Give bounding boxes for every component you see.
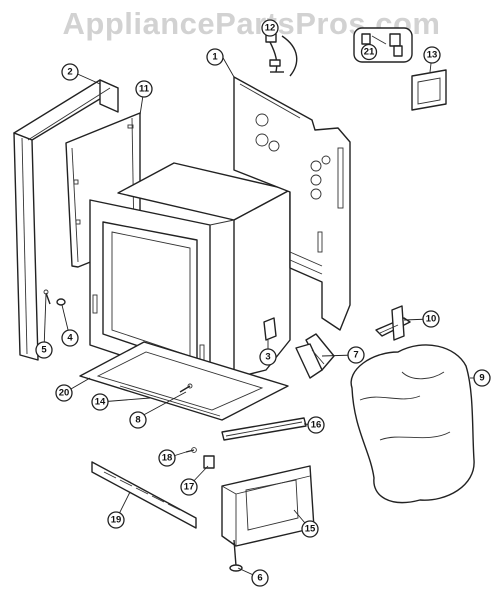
part-door-trim bbox=[13, 79, 119, 361]
callout-11: 11 bbox=[135, 80, 153, 98]
callout-20: 20 bbox=[55, 384, 73, 402]
callout-14: 14 bbox=[91, 393, 109, 411]
part-oven-liner bbox=[89, 162, 291, 386]
callout-3: 3 bbox=[259, 348, 277, 366]
callout-7: 7 bbox=[347, 346, 365, 364]
part-insulation bbox=[350, 344, 475, 504]
part-square-frame bbox=[411, 69, 447, 111]
svg-text:4: 4 bbox=[67, 333, 73, 344]
part-chassis-panel bbox=[233, 76, 351, 331]
part-kick-plate bbox=[91, 461, 197, 529]
callout-6: 6 bbox=[251, 569, 269, 587]
callout-21: 21 bbox=[360, 43, 378, 61]
callout-5: 5 bbox=[35, 341, 53, 359]
svg-text:3: 3 bbox=[265, 352, 270, 363]
callout-16: 16 bbox=[307, 416, 325, 434]
svg-text:14: 14 bbox=[95, 397, 106, 408]
svg-text:8: 8 bbox=[135, 415, 140, 426]
part-leveling-leg bbox=[229, 539, 243, 572]
svg-text:16: 16 bbox=[311, 420, 322, 431]
svg-text:17: 17 bbox=[184, 482, 195, 493]
svg-text:18: 18 bbox=[162, 453, 173, 464]
svg-text:13: 13 bbox=[427, 50, 438, 61]
callout-10: 10 bbox=[422, 310, 440, 328]
part-hinge-bracket bbox=[295, 333, 335, 379]
svg-text:7: 7 bbox=[353, 350, 358, 361]
part-small-screw bbox=[179, 383, 193, 393]
callout-13: 13 bbox=[423, 46, 441, 64]
callout-2: 2 bbox=[61, 63, 79, 81]
svg-text:9: 9 bbox=[479, 373, 484, 384]
callout-8: 8 bbox=[129, 411, 147, 429]
part-screw-and-clip bbox=[43, 289, 66, 306]
callout-9: 9 bbox=[473, 369, 491, 387]
callout-17: 17 bbox=[180, 478, 198, 496]
svg-text:1: 1 bbox=[212, 52, 218, 63]
svg-text:19: 19 bbox=[111, 515, 122, 526]
callout-18: 18 bbox=[158, 449, 176, 467]
callout-4: 4 bbox=[61, 329, 79, 347]
part-wire-harness bbox=[265, 33, 298, 77]
callout-12: 12 bbox=[261, 19, 279, 37]
svg-text:15: 15 bbox=[305, 524, 316, 535]
part-drawer-rail bbox=[221, 417, 307, 441]
part-clip-and-screw bbox=[185, 447, 215, 469]
svg-text:21: 21 bbox=[364, 47, 375, 58]
callout-19: 19 bbox=[107, 511, 125, 529]
svg-text:20: 20 bbox=[59, 388, 70, 399]
svg-text:6: 6 bbox=[257, 573, 262, 584]
callout-1: 1 bbox=[206, 48, 224, 66]
svg-text:5: 5 bbox=[41, 345, 47, 356]
svg-text:11: 11 bbox=[139, 84, 150, 95]
part-drawer-front bbox=[221, 465, 315, 547]
svg-text:10: 10 bbox=[426, 314, 437, 325]
callout-15: 15 bbox=[301, 520, 319, 538]
part-small-clip bbox=[263, 317, 277, 341]
svg-text:12: 12 bbox=[265, 23, 276, 34]
svg-text:2: 2 bbox=[67, 67, 72, 78]
part-bracket-right bbox=[375, 305, 411, 341]
